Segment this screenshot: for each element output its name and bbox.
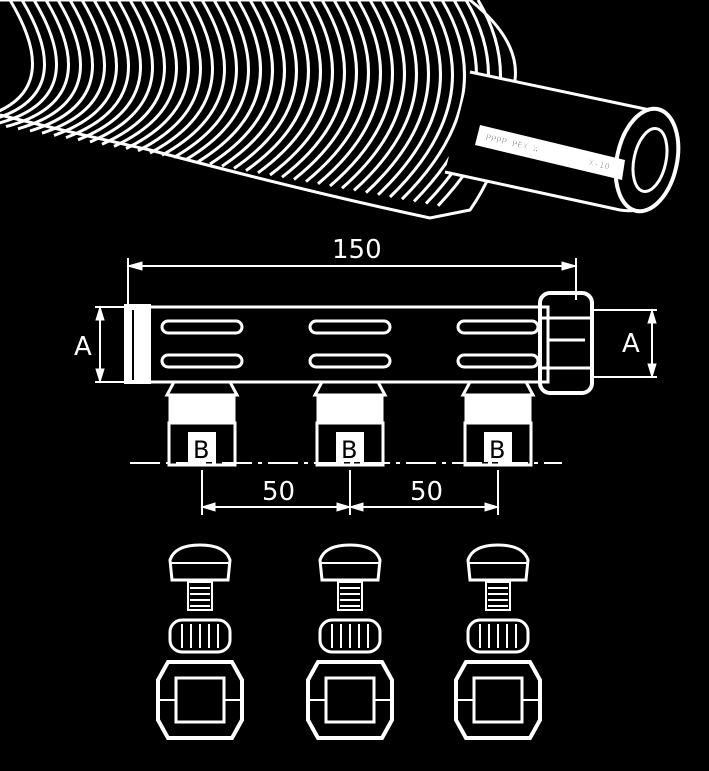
pipe-jacket-outline xyxy=(0,0,517,220)
outlet-b-label: B xyxy=(193,436,209,464)
pipe-rib xyxy=(352,0,418,192)
pipe-rib xyxy=(101,0,166,146)
pipe-rib xyxy=(161,0,226,157)
pipe-rib xyxy=(65,0,130,140)
outlet-thread xyxy=(464,394,532,424)
insulated-pipe: PPPP PEX W X-10 xyxy=(0,0,681,220)
pipe-rib xyxy=(376,0,442,196)
pipe-rib xyxy=(17,0,82,131)
pipe-rib xyxy=(113,0,178,148)
pipe-rib xyxy=(209,0,274,166)
manifold-slot xyxy=(456,353,540,369)
pipe-rib xyxy=(329,0,394,188)
manifold-slots xyxy=(160,319,540,369)
fitting-nut xyxy=(454,660,542,740)
pipe-rib xyxy=(41,0,106,135)
pipe-rib xyxy=(364,0,430,194)
pipe-corrugation-ribs xyxy=(0,0,502,207)
pipe-rib xyxy=(5,0,70,129)
outlet-label-box xyxy=(188,432,216,462)
manifold-slot xyxy=(160,353,244,369)
pipe-rib xyxy=(0,0,34,113)
pipe-rib xyxy=(0,0,58,125)
pipe-rib xyxy=(257,0,322,175)
outlet-shoulder xyxy=(312,380,388,397)
outlet-b-label: B xyxy=(489,436,505,464)
outlet-thread xyxy=(316,394,384,424)
dimension-arrow-right xyxy=(561,261,578,271)
manifold-outlet: B xyxy=(312,380,388,467)
manifold-outlet: B xyxy=(164,380,240,467)
dimension-arrow-left xyxy=(126,261,143,271)
outlet-shoulder xyxy=(460,380,536,397)
outlet-thread xyxy=(168,394,236,424)
pipe-rib xyxy=(197,0,262,164)
carrier-pipe-bore xyxy=(631,127,669,193)
manifold-outlet-nut-right xyxy=(538,291,594,395)
pipe-rib xyxy=(0,0,46,119)
pitch-left-label: 50 xyxy=(262,477,295,507)
manifold-outlet: B xyxy=(460,380,536,467)
pipe-rib xyxy=(293,0,358,181)
fitting-nut xyxy=(156,660,244,740)
overall-dimension-label: 150 xyxy=(332,235,382,265)
pipe-rib xyxy=(185,0,250,161)
carrier-pipe-print-band xyxy=(475,125,625,180)
fitting-set xyxy=(306,543,394,740)
pipe-rib xyxy=(77,0,142,142)
manifold-slot xyxy=(160,319,244,335)
pipe-rib xyxy=(173,0,238,159)
manifold-slot xyxy=(456,319,540,335)
outlet-label-box xyxy=(336,432,364,462)
manifold-inlet-left xyxy=(124,304,151,384)
fitting-set xyxy=(454,543,542,740)
outlet-label-box xyxy=(484,432,512,462)
pipe-rib xyxy=(400,0,466,201)
manifold-slot xyxy=(308,353,392,369)
fitting-sets xyxy=(156,543,542,740)
pipe-rib xyxy=(89,0,154,144)
fitting-set xyxy=(156,543,244,740)
pipe-rib xyxy=(305,0,370,183)
pipe-rib xyxy=(149,0,214,155)
pipe-rib xyxy=(53,0,118,137)
pipe-rib xyxy=(388,0,454,199)
pipe-rib xyxy=(281,0,346,179)
pitch-right-label: 50 xyxy=(410,477,443,507)
pipe-rib xyxy=(269,0,334,177)
manifold-body xyxy=(146,305,550,384)
pipe-rib xyxy=(137,0,202,153)
outlet-shoulder xyxy=(164,380,240,397)
pipe-rib xyxy=(317,0,382,185)
dimension-a-left-label: A xyxy=(74,332,92,362)
pipe-rib xyxy=(125,0,190,150)
pipe-rib xyxy=(221,0,286,168)
manifold: 150 A A B B B xyxy=(74,235,657,515)
dimension-a-right-label: A xyxy=(622,329,640,359)
pipe-rib xyxy=(233,0,298,170)
pipe-rib xyxy=(341,0,406,190)
manifold-slot xyxy=(308,319,392,335)
pipe-rib xyxy=(29,0,94,133)
fitting-nut xyxy=(306,660,394,740)
outlet-b-label: B xyxy=(341,436,357,464)
pipe-rib xyxy=(245,0,310,172)
